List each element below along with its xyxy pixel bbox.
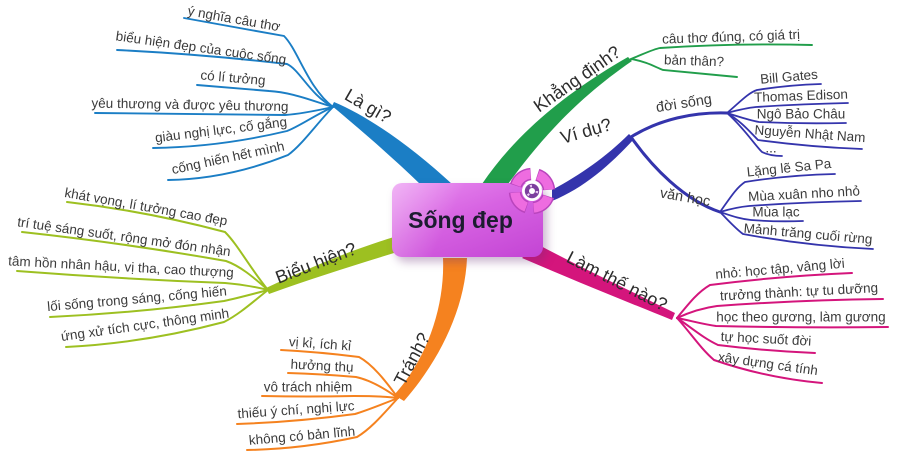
leaf-curve — [676, 317, 823, 384]
leaf-label: hưởng thụ — [290, 356, 354, 375]
leaf-label: vô trách nhiệm — [263, 379, 353, 395]
leaf-curve — [726, 112, 847, 125]
leaf-curve — [16, 270, 269, 291]
leaf-label: học theo gương, làm gương — [716, 309, 886, 325]
subbranch-van-hoc — [629, 135, 722, 214]
leaf-curve — [726, 112, 863, 150]
branch-vi-du — [552, 134, 634, 201]
leaf-curve — [726, 83, 822, 114]
leaf-curve — [21, 231, 269, 291]
leaf-label: Thomas Edison — [753, 86, 849, 105]
leaf-curve — [676, 317, 816, 354]
leaf-curve — [66, 201, 269, 291]
leaf-curve — [183, 17, 334, 108]
branch-khang-dinh — [482, 57, 632, 184]
leaf-label: bản thân? — [663, 52, 725, 70]
leaf-label: Ngô Bảo Châu — [756, 106, 846, 122]
leaf-curve — [726, 102, 849, 114]
central-topic: Sống đẹp — [392, 183, 543, 257]
branch-tranh — [394, 258, 467, 401]
leaf-curve — [94, 106, 334, 116]
leaf-label: Mùa lạc — [752, 204, 800, 220]
central-topic-label: Sống đẹp — [408, 206, 513, 233]
leaf-curve — [280, 349, 399, 399]
leaf-curve — [726, 112, 783, 157]
leaf-label: yêu thương và được yêu thương — [91, 95, 289, 114]
leaf-label: ... — [765, 140, 777, 156]
leaf-curve — [152, 106, 334, 149]
branch-bieu-hien — [266, 237, 394, 294]
leaf-curve — [287, 372, 399, 399]
leaf-curve — [116, 49, 334, 108]
leaf-curve — [49, 289, 269, 318]
branch-la-gi — [332, 102, 452, 184]
leaf-curve — [65, 289, 269, 348]
leaf-curve — [167, 106, 334, 181]
leaf-curve — [630, 58, 738, 78]
leaf-curve — [676, 317, 889, 329]
leaf-curve — [719, 211, 804, 223]
leaf-curve — [719, 173, 836, 213]
branch-lam-the-nao — [522, 244, 675, 320]
flower-icon — [508, 167, 556, 215]
leaf-curve — [630, 43, 813, 60]
leaf-curve — [246, 397, 399, 451]
leaf-curve — [236, 397, 399, 425]
leaf-curve — [261, 394, 399, 399]
leaf-curve — [719, 211, 874, 250]
leaf-curve — [196, 84, 334, 108]
leaf-curve — [676, 272, 853, 319]
subbranch-doi-song — [629, 111, 729, 139]
leaf-curve — [719, 200, 862, 213]
leaf-curve — [676, 298, 884, 319]
